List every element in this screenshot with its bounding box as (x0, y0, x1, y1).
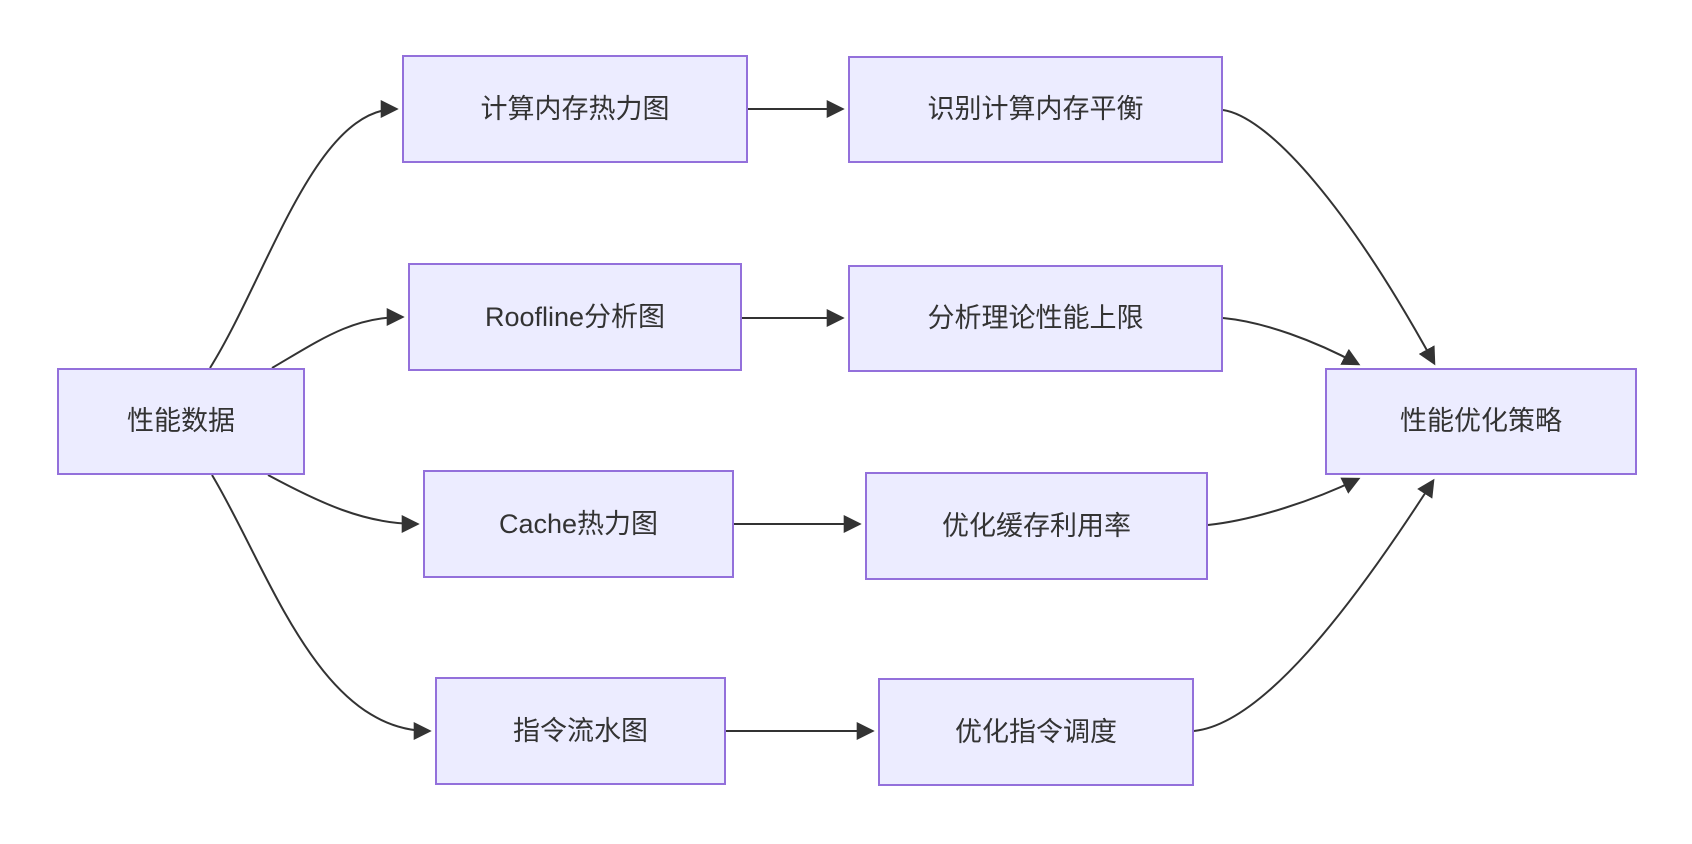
edge-source-pipeline (211, 474, 432, 740)
edge-source-roofline (271, 308, 405, 369)
node-source-label: 性能数据 (127, 406, 235, 437)
node-strategy-label: 性能优化策略 (1400, 406, 1562, 437)
edge-cacheuse-strategy (1207, 477, 1361, 526)
edge-source-heatmap (209, 100, 399, 369)
node-source: 性能数据 (57, 368, 305, 475)
node-instruction-pipeline-label: 指令流水图 (513, 715, 648, 746)
node-strategy: 性能优化策略 (1325, 368, 1637, 475)
node-cache-heatmap: Cache热力图 (423, 470, 734, 578)
edge-source-cache (267, 474, 420, 533)
node-theoretical-ceiling-label: 分析理论性能上限 (927, 303, 1144, 334)
node-identify-balance-label: 识别计算内存平衡 (927, 94, 1144, 125)
node-instruction-scheduling: 优化指令调度 (878, 678, 1194, 786)
edge-ceiling-strategy (1222, 317, 1361, 366)
edge-schedule-strategy (1193, 478, 1435, 732)
node-roofline-chart: Roofline分析图 (408, 263, 742, 371)
node-cache-utilization-label: 优化缓存利用率 (942, 510, 1131, 541)
node-instruction-scheduling-label: 优化指令调度 (955, 716, 1117, 747)
node-theoretical-ceiling: 分析理论性能上限 (848, 265, 1223, 372)
node-identify-balance: 识别计算内存平衡 (848, 56, 1223, 163)
node-compute-memory-heatmap-label: 计算内存热力图 (480, 93, 670, 124)
node-cache-heatmap-label: Cache热力图 (498, 508, 659, 539)
node-cache-utilization: 优化缓存利用率 (865, 472, 1208, 580)
node-compute-memory-heatmap: 计算内存热力图 (402, 55, 748, 163)
node-instruction-pipeline: 指令流水图 (435, 677, 726, 785)
edge-balance-strategy (1222, 109, 1436, 366)
node-roofline-chart-label: Roofline分析图 (484, 301, 666, 332)
